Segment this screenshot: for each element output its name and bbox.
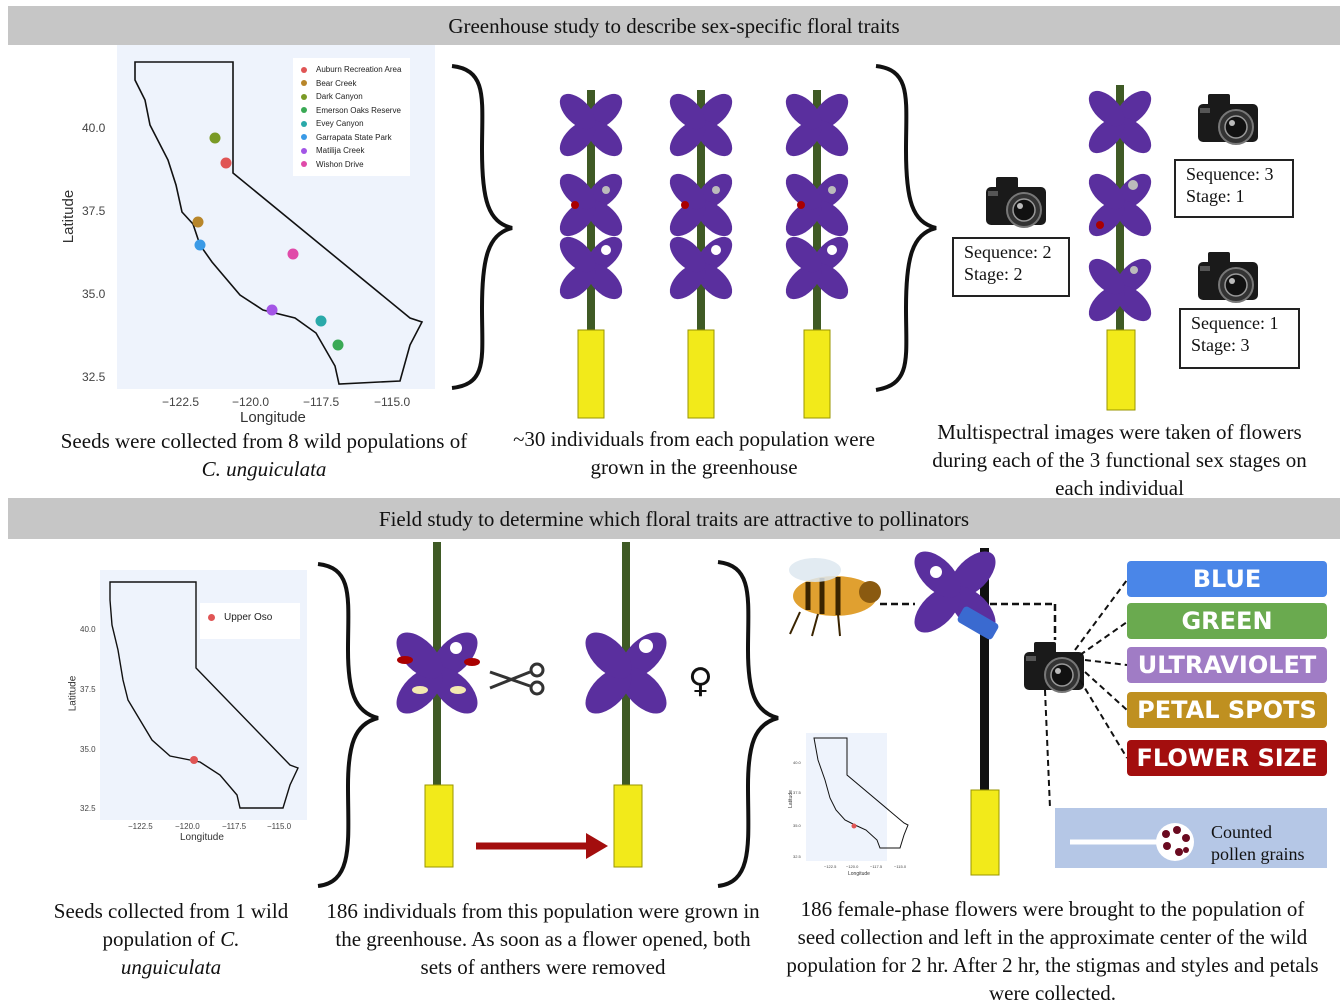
y-tick: 32.5 xyxy=(82,370,106,384)
trait-blue: BLUE xyxy=(1127,561,1327,597)
y-tick: 37.5 xyxy=(80,685,96,694)
species-epithet: unguiculata xyxy=(120,954,222,979)
y-tick: 32.5 xyxy=(793,854,801,859)
legend-dot xyxy=(301,147,307,154)
bee-icon xyxy=(789,558,881,637)
top-map-legend: Auburn Recreation Area Bear Creek Dark C… xyxy=(293,58,410,176)
female-symbol: ♀ xyxy=(688,661,713,701)
legend-dot xyxy=(301,161,307,168)
x-tick: −117.5 xyxy=(303,395,340,409)
legend-dot xyxy=(208,614,215,622)
imaged-plant xyxy=(1082,84,1158,411)
y-tick: 32.5 xyxy=(80,804,96,813)
trait-ultraviolet: ULTRAVIOLET xyxy=(1127,647,1327,683)
legend-item: Dark Canyon xyxy=(293,90,410,104)
legend-item: Bear Creek xyxy=(293,77,410,91)
x-tick: −122.5 xyxy=(824,864,837,869)
brace-4 xyxy=(717,560,779,888)
pollen-label: Counted pollen grains xyxy=(1211,822,1305,864)
x-axis-label: Longitude xyxy=(240,409,306,426)
small-map-site xyxy=(851,823,857,829)
sequence-box: Sequence: 3 Stage: 1 xyxy=(1174,159,1294,218)
top-map-sites xyxy=(192,132,344,351)
sequence-box: Sequence: 2 Stage: 2 xyxy=(952,237,1070,297)
bottom-map-legend: Upper Oso xyxy=(200,603,300,639)
upper-oso-site xyxy=(190,756,198,764)
x-tick: −117.5 xyxy=(222,822,247,831)
trait-petal-spots: PETAL SPOTS xyxy=(1127,692,1327,728)
legend-item: Matilija Creek xyxy=(293,144,410,158)
top-banner: Greenhouse study to describe sex-specifi… xyxy=(8,6,1340,45)
plant-1 xyxy=(553,87,629,419)
legend-item: Wishon Drive xyxy=(293,158,410,172)
bottom-banner: Field study to determine which floral tr… xyxy=(8,498,1340,539)
pollen-grains-icon xyxy=(1156,823,1194,861)
camera-icon xyxy=(985,176,1047,228)
flower-with-anthers xyxy=(388,542,486,868)
y-tick: 40.0 xyxy=(80,625,96,634)
flower-holder xyxy=(957,606,999,640)
legend-dot xyxy=(301,80,307,87)
caption-field: 186 female-phase flowers were brought to… xyxy=(786,897,1319,1005)
plant-2 xyxy=(663,87,739,419)
y-tick: 35.0 xyxy=(82,287,106,301)
x-tick: −117.5 xyxy=(870,864,883,869)
y-tick: 40.0 xyxy=(793,760,801,765)
x-tick: −122.5 xyxy=(128,822,153,831)
scissors-icon xyxy=(489,662,545,696)
caption-seeds-8: Seeds were collected from 8 wild populat… xyxy=(60,429,468,481)
brace-2 xyxy=(875,64,937,392)
female-flower xyxy=(577,542,675,868)
camera-icon xyxy=(1197,93,1259,145)
red-arrow xyxy=(476,833,608,859)
legend-dot xyxy=(301,120,307,127)
caption-seeds-1: Seeds collected from 1 wild population o… xyxy=(53,899,289,979)
legend-item: Auburn Recreation Area xyxy=(293,63,410,77)
y-tick: 40.0 xyxy=(82,121,106,135)
field-stake xyxy=(980,548,989,793)
california-outline-bottom xyxy=(109,581,299,809)
legend-item: Emerson Oaks Reserve xyxy=(293,104,410,118)
legend-dot xyxy=(301,107,307,114)
x-tick: −120.0 xyxy=(175,822,200,831)
y-tick: 37.5 xyxy=(793,790,801,795)
camera-icon xyxy=(1197,251,1259,303)
sequence-box: Sequence: 1 Stage: 3 xyxy=(1179,308,1300,369)
caption-emasculation: 186 individuals from this population wer… xyxy=(326,899,760,979)
x-axis-label: Longitude xyxy=(180,832,224,843)
x-tick: −115.0 xyxy=(374,395,411,409)
california-outline xyxy=(134,61,424,385)
species-genus: C. xyxy=(220,926,240,951)
legend-dot xyxy=(301,134,307,141)
trait-green: GREEN xyxy=(1127,603,1327,639)
legend-item: Upper Oso xyxy=(200,611,300,625)
caption-multispectral: Multispectral images were taken of flowe… xyxy=(932,420,1307,500)
california-outline-small xyxy=(813,737,909,849)
legend-item: Garrapata State Park xyxy=(293,131,410,145)
trait-flower-size: FLOWER SIZE xyxy=(1127,740,1327,776)
x-tick: −122.5 xyxy=(162,395,200,409)
legend-dot xyxy=(301,93,307,100)
y-tick: 37.5 xyxy=(82,204,106,218)
x-tick: −115.0 xyxy=(267,822,292,831)
x-tick: −120.0 xyxy=(846,864,859,869)
stigma-dot xyxy=(930,566,942,578)
legend-dot xyxy=(301,66,307,73)
plant-3 xyxy=(779,87,855,419)
species-name: C. unguiculata xyxy=(201,456,327,481)
y-tick: 35.0 xyxy=(80,745,96,754)
y-tick: 35.0 xyxy=(793,823,801,828)
x-tick: −115.0 xyxy=(894,864,907,869)
caption-greenhouse: ~30 individuals from each population wer… xyxy=(513,427,875,479)
x-tick: −120.0 xyxy=(232,395,270,409)
brace-3 xyxy=(317,562,379,888)
legend-item: Evey Canyon xyxy=(293,117,410,131)
field-vial xyxy=(970,789,1000,876)
brace-1 xyxy=(451,64,513,390)
x-axis-label: Longitude xyxy=(848,871,870,877)
